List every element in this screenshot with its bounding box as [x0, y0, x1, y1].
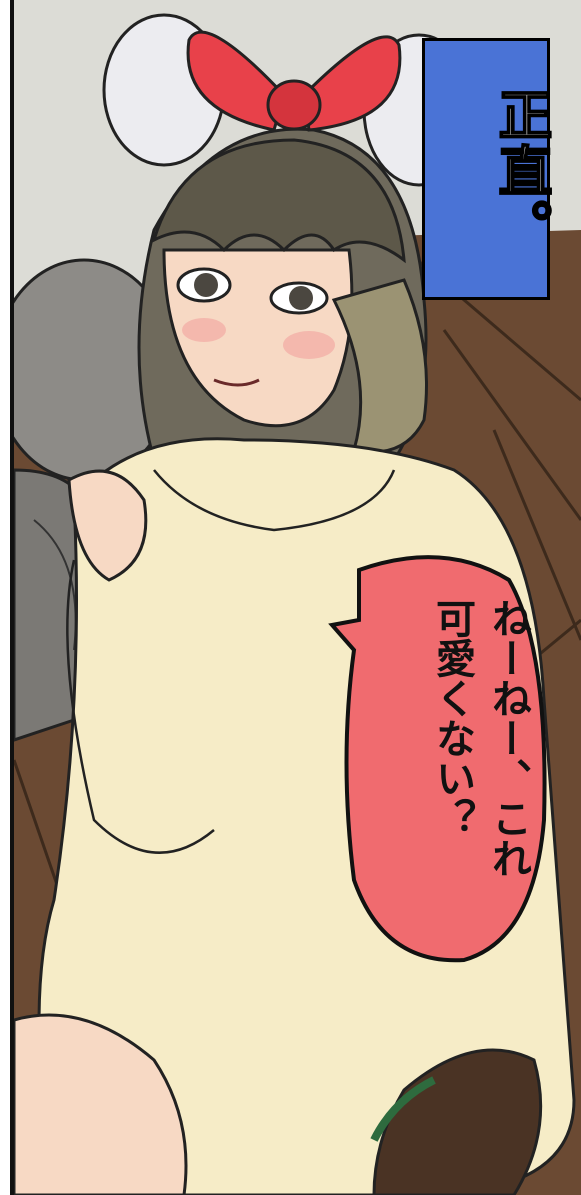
eyes: [176, 267, 329, 315]
caption-box: 正直。: [422, 38, 553, 300]
speech-line-1: ねーねー、これ: [485, 598, 531, 878]
mouth: [213, 378, 260, 387]
red-bow: [186, 30, 402, 132]
sleeve-fold: [66, 559, 215, 854]
right-blush: [283, 331, 335, 359]
panel-left-border: [0, 0, 14, 1195]
speech-text: ねーねー、これ 可愛くない？: [386, 598, 536, 928]
hood-collar: [153, 469, 396, 532]
manga-panel: 正直。 ねーねー、これ 可愛くない？: [14, 0, 581, 1195]
caption-text: 正直。: [488, 86, 553, 256]
leg: [14, 1013, 188, 1195]
speech-line-2: 可愛くない？: [429, 598, 475, 838]
speech-bubble: [328, 555, 547, 963]
panel-illustration: [14, 0, 581, 1195]
bangs: [151, 138, 406, 264]
hair-side: [331, 278, 428, 454]
left-blush: [182, 318, 226, 342]
hand: [67, 469, 148, 582]
green-sock: [370, 1076, 436, 1142]
